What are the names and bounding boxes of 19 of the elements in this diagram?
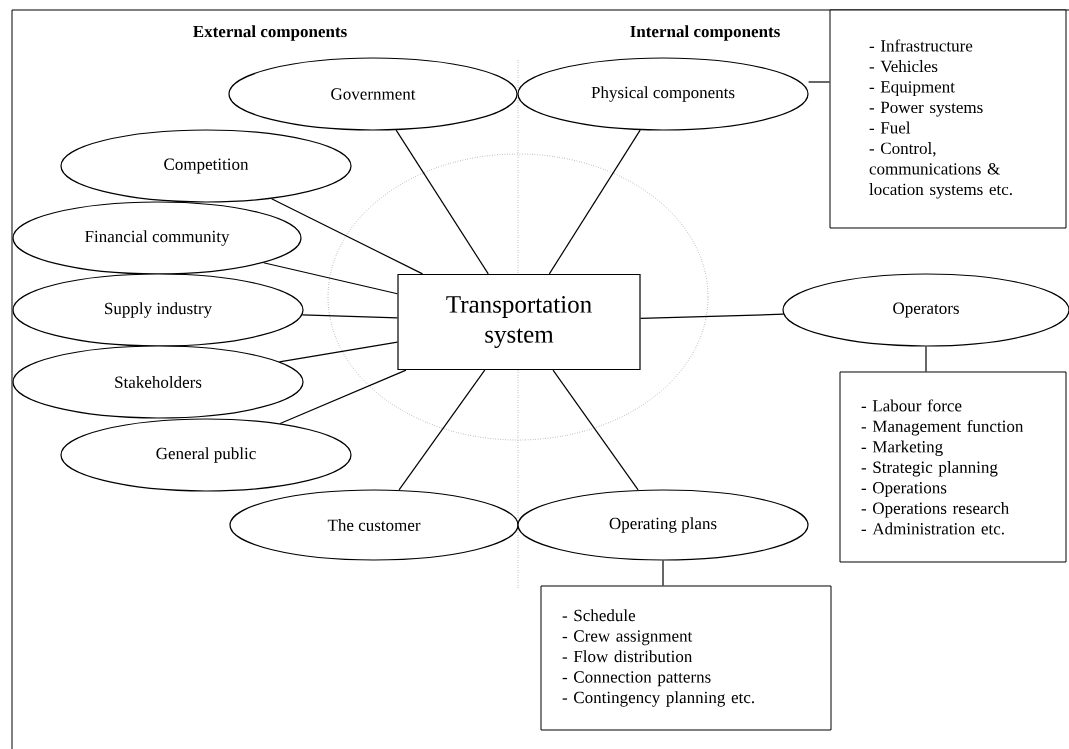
system-box: Transportation system <box>397 273 641 371</box>
connector-line <box>301 314 398 319</box>
connector-line <box>925 346 927 373</box>
connector-line <box>808 81 831 83</box>
connector-line <box>552 369 639 491</box>
list-box: - Infrastructure - Vehicles - Equipment - Power systems - Fuel - Control, communications & location systems etc. <box>829 9 1067 229</box>
connector-line <box>398 369 486 491</box>
column-heading: Internal components <box>630 25 780 41</box>
connector-line <box>548 129 641 275</box>
connector-line <box>279 369 407 425</box>
connector-line <box>270 198 424 275</box>
list-box: - Labour force - Management function - Marketing - Strategic planning - Operations - Operations research - Administration etc. <box>839 371 1067 563</box>
connector-line <box>640 313 784 320</box>
connector-line <box>262 262 398 295</box>
column-heading: External components <box>193 25 347 41</box>
connector-line <box>395 129 489 275</box>
connector-line <box>662 560 664 587</box>
connector-line <box>278 341 398 363</box>
list-box: - Schedule - Crew assignment - Flow distribution - Connection patterns - Contingency planning etc. <box>540 585 832 731</box>
